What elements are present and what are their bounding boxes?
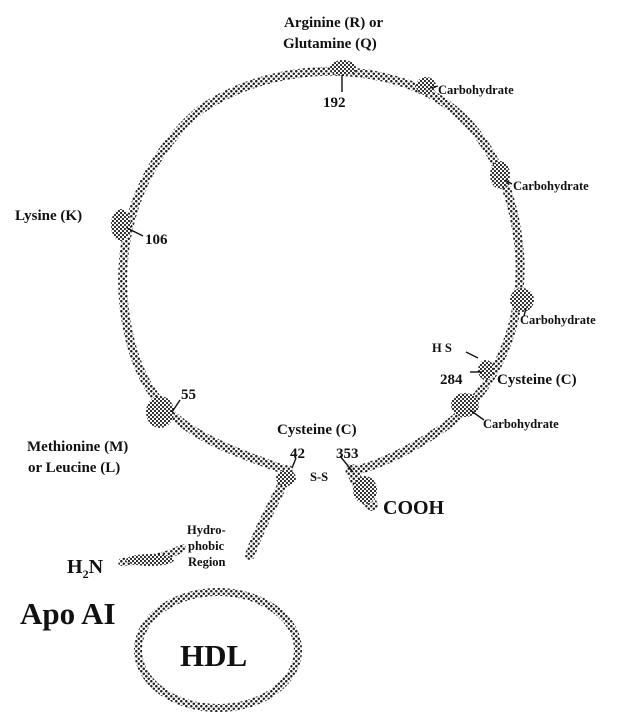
hydrophobic-label-3: Region [188, 555, 226, 569]
cysteine-left-label: Cysteine (C) [277, 422, 357, 438]
position-106: 106 [145, 232, 168, 248]
h2n-label: H2N [67, 556, 104, 581]
position-284: 284 [440, 372, 463, 388]
carbohydrate-label-2: Carbohydrate [513, 179, 589, 193]
blob-55 [146, 396, 174, 428]
hs-label: H S [432, 341, 452, 355]
blob-carb3 [510, 288, 534, 312]
position-353: 353 [336, 446, 359, 462]
position-55: 55 [181, 387, 196, 403]
methionine-label: Methionine (M) [27, 439, 128, 455]
hydrophobic-label-1: Hydro- [187, 523, 226, 537]
position-42: 42 [290, 446, 305, 462]
hdl-label: HDL [180, 638, 247, 673]
cooh-label: COOH [383, 497, 445, 519]
blob-carb1 [416, 77, 436, 95]
carbohydrate-label-4: Carbohydrate [483, 417, 559, 431]
blob-192 [330, 60, 356, 76]
carbohydrate-label-3: Carbohydrate [520, 313, 596, 327]
arginine-label: Arginine (R) or [284, 15, 383, 31]
position-192: 192 [323, 95, 346, 111]
blob-106 [111, 209, 131, 241]
hydrophobic-label-2: phobic [188, 539, 225, 553]
blob-h2n [126, 554, 174, 566]
blob-42 [276, 470, 296, 486]
glutamine-label: Glutamine (Q) [283, 36, 377, 52]
lysine-label: Lysine (K) [15, 208, 82, 224]
carbohydrate-label-1: Carbohydrate [438, 83, 514, 97]
apo-ai-label: Apo AI [20, 596, 116, 631]
disulfide-label: S-S [310, 470, 328, 484]
leucine-label: or Leucine (L) [28, 460, 120, 476]
cysteine-right-label: Cysteine (C) [497, 372, 577, 388]
blob-cooh [353, 476, 377, 504]
blob-carb2 [490, 161, 510, 189]
blob-284 [478, 360, 494, 380]
